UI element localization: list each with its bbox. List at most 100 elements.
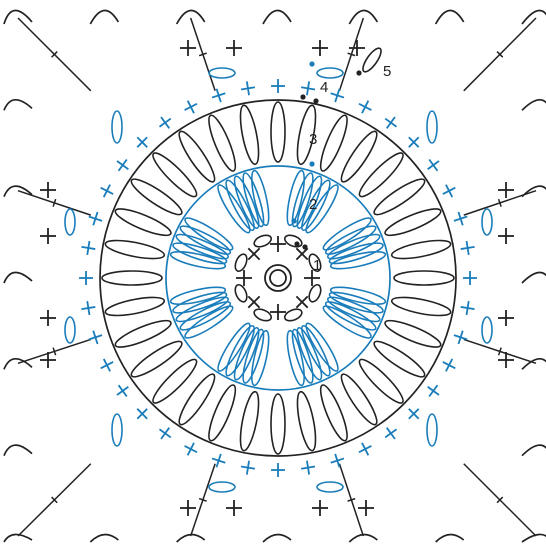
sc-stroke <box>87 301 89 315</box>
picot-symbol <box>522 272 546 283</box>
single-crochet-symbol <box>87 210 105 228</box>
sc-stroke <box>385 119 396 127</box>
chain-symbol <box>237 390 262 452</box>
sc-stroke <box>104 185 110 197</box>
single-crochet-symbol <box>40 228 56 244</box>
single-crochet-symbol <box>226 500 242 516</box>
magic-ring-symbol <box>265 265 291 291</box>
single-crochet-symbol <box>155 113 175 133</box>
single-crochet-symbol <box>40 182 56 198</box>
chain-symbol <box>252 307 272 323</box>
start-dot-symbol <box>300 94 305 99</box>
single-crochet-symbol <box>440 181 459 200</box>
sc-stroke <box>301 467 315 469</box>
chain-symbol <box>360 46 384 75</box>
chain-symbol <box>482 317 492 343</box>
start-dot-symbol <box>291 218 296 223</box>
chain-symbol <box>390 237 452 262</box>
picot-symbol <box>4 100 32 111</box>
picot-symbol <box>522 10 546 24</box>
single-crochet-symbol <box>155 424 175 444</box>
round-label-4: 4 <box>320 79 328 96</box>
single-crochet-symbol <box>87 329 105 347</box>
single-crochet-symbol <box>300 80 316 96</box>
chain-symbol <box>317 482 343 492</box>
single-crochet-symbol <box>498 182 514 198</box>
single-crochet-symbol <box>80 240 96 256</box>
chain-symbol <box>283 233 303 249</box>
sc-stroke <box>87 241 89 255</box>
chain-symbol <box>355 355 407 407</box>
chain-symbol <box>394 271 454 285</box>
picot-symbol <box>522 100 546 111</box>
start-dot-symbol <box>356 70 361 75</box>
sc-stroke <box>159 119 170 127</box>
chain-symbol <box>112 111 122 143</box>
sc-stroke <box>159 429 170 437</box>
single-crochet-symbol <box>460 240 476 256</box>
sc-stroke <box>241 467 255 469</box>
round-2-ring <box>166 161 390 390</box>
start-dot-symbol <box>313 98 318 103</box>
single-crochet-symbol <box>80 300 96 316</box>
chain-symbol <box>112 414 122 446</box>
single-crochet-symbol <box>181 98 200 117</box>
chain-symbol <box>427 414 437 446</box>
single-crochet-symbol <box>424 155 444 175</box>
picot-symbol <box>263 534 291 542</box>
chain-symbol <box>65 317 75 343</box>
picot-symbol <box>4 272 32 283</box>
round-3-ring <box>100 94 456 456</box>
sc-stroke <box>446 185 452 197</box>
sc-stroke <box>241 87 255 89</box>
single-crochet-symbol <box>271 79 285 93</box>
single-crochet-symbol <box>240 80 256 96</box>
single-crochet-symbol <box>40 352 56 368</box>
chain-symbol <box>149 355 201 407</box>
sc-stroke <box>385 429 396 437</box>
chain-symbol <box>271 102 285 162</box>
sc-stroke <box>467 241 469 255</box>
single-crochet-symbol <box>180 500 196 516</box>
single-crochet-symbol <box>440 356 459 375</box>
picot-symbol <box>90 534 118 542</box>
single-crochet-symbol <box>79 271 93 285</box>
sc-stroke <box>301 87 315 89</box>
magic-ring <box>265 265 291 291</box>
single-crochet-symbol <box>424 381 444 401</box>
single-crochet-symbol <box>498 310 514 326</box>
chain-symbol <box>65 209 75 235</box>
start-dot-symbol <box>294 241 299 246</box>
sc-stroke <box>104 359 110 371</box>
single-crochet-symbol <box>452 329 470 347</box>
chain-symbol <box>294 390 319 452</box>
round-label-3: 3 <box>309 131 317 148</box>
picot-symbol <box>4 445 32 456</box>
single-crochet-symbol <box>210 452 228 470</box>
single-crochet-symbol <box>180 40 196 56</box>
single-crochet-symbol <box>381 113 401 133</box>
single-crochet-symbol <box>498 352 514 368</box>
single-crochet-symbol <box>40 310 56 326</box>
single-crochet-symbol <box>312 40 328 56</box>
single-crochet-symbol <box>356 98 375 117</box>
chain-symbol <box>237 104 262 166</box>
single-crochet-symbol <box>236 270 252 286</box>
round-1-ring <box>233 233 323 323</box>
chain-symbol <box>209 482 235 492</box>
single-crochet-symbol <box>132 404 152 424</box>
single-crochet-symbol <box>240 460 256 476</box>
picot-symbol <box>522 534 546 542</box>
chain-symbol <box>149 149 201 201</box>
picot-symbol <box>263 10 291 24</box>
single-crochet-symbol <box>356 440 375 459</box>
sc-stroke <box>185 104 197 110</box>
single-crochet-symbol <box>113 155 133 175</box>
single-crochet-symbol <box>181 440 200 459</box>
sc-stroke <box>446 359 452 371</box>
round-4-ring <box>65 61 492 492</box>
single-crochet-symbol <box>132 132 152 152</box>
single-crochet-symbol <box>404 404 424 424</box>
picot-symbol <box>522 445 546 456</box>
